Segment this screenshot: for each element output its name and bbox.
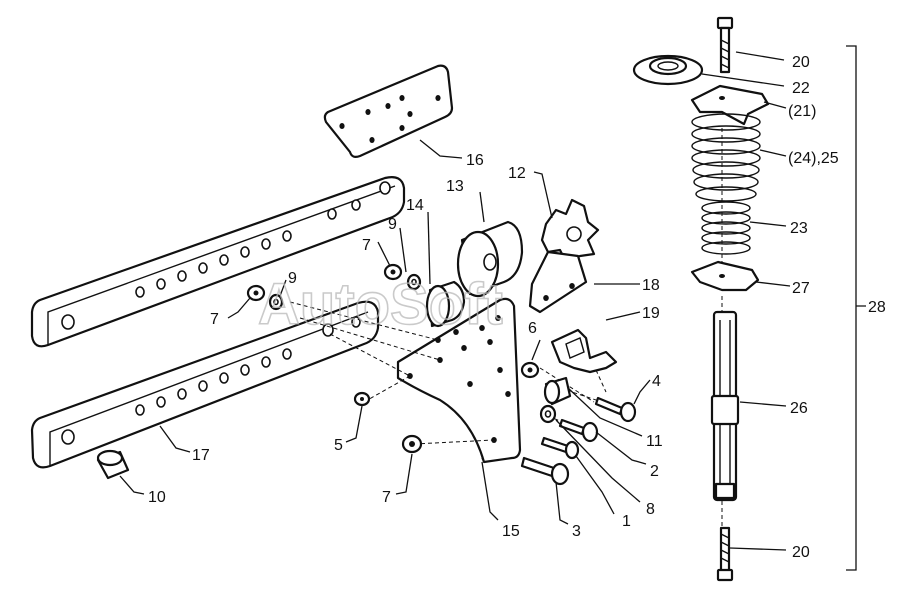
watermark: AutoSoft	[258, 272, 503, 337]
bracket-12	[528, 198, 600, 314]
upper-arm-holes	[135, 199, 361, 298]
callout-4: 4	[652, 373, 661, 390]
callout-15: 15	[502, 523, 520, 540]
upper-arm-bar	[30, 176, 406, 348]
cap-22	[632, 54, 704, 86]
spring-24	[691, 113, 761, 202]
roller-13	[456, 220, 524, 298]
washer-9b	[406, 273, 422, 291]
callout-5: 5	[334, 437, 343, 454]
callout-26: 26	[790, 400, 808, 417]
callout-14: 14	[406, 197, 424, 214]
callout-8: 8	[646, 501, 655, 518]
washer-8	[539, 404, 557, 424]
spacer-11	[543, 376, 572, 406]
callout-16: 16	[466, 152, 484, 169]
callout-7-upper: 7	[362, 237, 371, 254]
rod-assembly-26	[710, 310, 740, 502]
bolts	[520, 396, 637, 486]
washer-9a	[268, 293, 284, 311]
callout-20-top: 20	[792, 54, 810, 71]
callout-10: 10	[148, 489, 166, 506]
callout-24-25: (24),25	[788, 150, 839, 167]
callout-19: 19	[642, 305, 660, 322]
callout-9-upper: 9	[388, 216, 397, 233]
spacer-14	[425, 280, 466, 328]
callout-18: 18	[642, 277, 660, 294]
callout-11: 11	[646, 433, 663, 450]
callout-6: 6	[528, 320, 537, 337]
nut-6	[520, 361, 540, 379]
callout-9-left: 9	[288, 270, 297, 287]
callout-13: 13	[446, 178, 464, 195]
callout-20-bottom: 20	[792, 544, 810, 561]
bolt-1	[540, 436, 580, 460]
callout-12: 12	[508, 165, 526, 182]
bushing-10	[96, 449, 130, 480]
washer-5	[353, 391, 371, 407]
bolt-20-bottom	[716, 526, 734, 582]
callout-1: 1	[622, 513, 631, 530]
callout-3: 3	[572, 523, 581, 540]
mounting-plate-16	[323, 64, 454, 158]
leader-lines	[119, 51, 791, 551]
callout-7-left: 7	[210, 311, 219, 328]
seat-21	[690, 84, 770, 126]
callout-7-bottom: 7	[382, 489, 391, 506]
callout-21: (21)	[788, 103, 816, 120]
spring-23	[701, 201, 751, 255]
lower-seat-27	[690, 260, 760, 292]
callout-28: 28	[868, 299, 886, 316]
nut-7c	[401, 434, 423, 454]
bolt-20-top	[716, 16, 734, 74]
lower-arm-bar	[30, 300, 380, 469]
callout-22: 22	[792, 80, 810, 97]
nut-7a	[246, 284, 266, 302]
support-plate-15	[396, 297, 522, 464]
bolt-4	[594, 396, 637, 423]
latch-19	[550, 328, 618, 374]
callout-2: 2	[650, 463, 659, 480]
hardware	[96, 263, 572, 480]
callout-labels: 20 22 (21) (24),25 23 27 28 26 20 16 13 …	[148, 54, 886, 561]
callout-17: 17	[192, 447, 210, 464]
bolt-3	[520, 456, 570, 486]
nut-7b	[383, 263, 403, 281]
callout-27: 27	[792, 280, 810, 297]
group-bracket-28	[846, 45, 866, 571]
callout-23: 23	[790, 220, 808, 237]
lower-arm-holes	[135, 316, 361, 416]
